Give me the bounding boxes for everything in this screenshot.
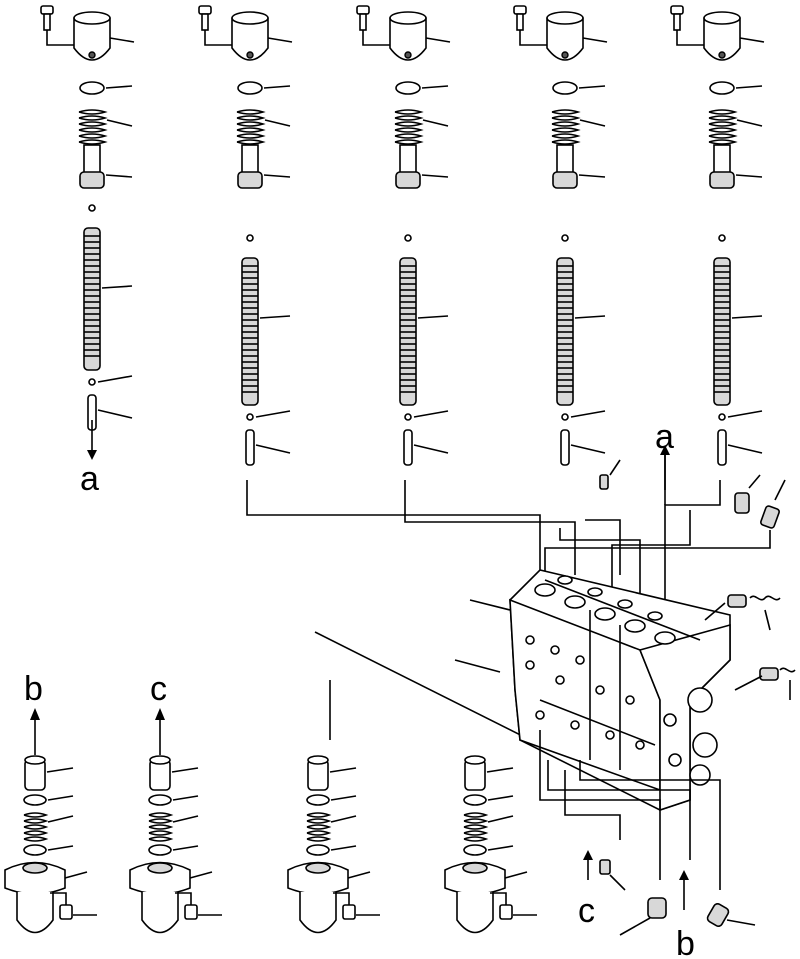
spool-stack xyxy=(198,5,293,466)
spring xyxy=(394,109,424,145)
relief-housing xyxy=(16,892,54,934)
arrow-b-left xyxy=(30,708,40,755)
relief-o-ring xyxy=(23,844,47,856)
plunger xyxy=(717,429,727,466)
relief-washer xyxy=(148,794,172,806)
relief-valve xyxy=(129,755,222,934)
retainer xyxy=(83,144,101,174)
bolt-head xyxy=(670,5,684,15)
bolt-head xyxy=(198,5,212,15)
relief-bolt xyxy=(59,904,73,920)
relief-housing xyxy=(456,892,494,934)
spring xyxy=(236,109,266,145)
label-c-left: c xyxy=(150,670,167,708)
retainer xyxy=(399,144,417,174)
relief-spring xyxy=(463,812,489,842)
spring xyxy=(78,109,108,145)
bolt-head xyxy=(356,5,370,15)
relief-bolt xyxy=(184,904,198,920)
retainer xyxy=(713,144,731,174)
label-b-left: b xyxy=(24,670,43,708)
bolt-shank xyxy=(673,13,681,31)
relief-spring xyxy=(23,812,49,842)
relief-spring xyxy=(148,812,174,842)
bottom-right-fittings xyxy=(539,730,756,936)
relief-spring xyxy=(306,812,332,842)
bolt-shank xyxy=(201,13,209,31)
relief-washer xyxy=(306,794,330,806)
retainer xyxy=(556,144,574,174)
o-ring xyxy=(237,81,263,95)
plunger xyxy=(403,429,413,466)
relief-valves xyxy=(4,755,537,934)
label-c-bottom: c xyxy=(578,892,595,930)
relief-bolt xyxy=(342,904,356,920)
spring xyxy=(708,109,738,145)
spool-stack xyxy=(670,5,765,466)
relief-o-ring xyxy=(306,844,330,856)
label-a-right: a xyxy=(655,418,674,456)
spool-stacks xyxy=(40,5,765,466)
label-b-bottom: b xyxy=(676,925,695,959)
relief-valve xyxy=(444,755,537,934)
relief-valve xyxy=(4,755,97,934)
spool xyxy=(83,227,101,371)
bolt-head xyxy=(513,5,527,15)
spool-stack xyxy=(356,5,451,466)
plunger xyxy=(560,429,570,466)
relief-housing xyxy=(299,892,337,934)
main-valve-body xyxy=(454,569,731,812)
relief-valve xyxy=(287,755,380,934)
relief-washer xyxy=(23,794,47,806)
arrow-c-left xyxy=(155,708,165,755)
spool-stack xyxy=(513,5,608,466)
o-ring xyxy=(709,81,735,95)
relief-washer xyxy=(463,794,487,806)
relief-o-ring xyxy=(463,844,487,856)
bolt-shank xyxy=(43,13,51,31)
bolt-head xyxy=(40,5,54,15)
o-ring xyxy=(552,81,578,95)
spring xyxy=(551,109,581,145)
spool-stack xyxy=(40,5,135,431)
relief-housing xyxy=(141,892,179,934)
plunger xyxy=(245,429,255,466)
arrow-a-left xyxy=(87,420,97,460)
bolt-shank xyxy=(516,13,524,31)
o-ring xyxy=(79,81,105,95)
arrow-a-right xyxy=(660,445,670,490)
relief-o-ring xyxy=(148,844,172,856)
retainer xyxy=(241,144,259,174)
bolt-shank xyxy=(359,13,367,31)
relief-bolt xyxy=(499,904,513,920)
label-a-left: a xyxy=(80,460,99,498)
body-side-plugs xyxy=(599,459,796,700)
o-ring xyxy=(395,81,421,95)
